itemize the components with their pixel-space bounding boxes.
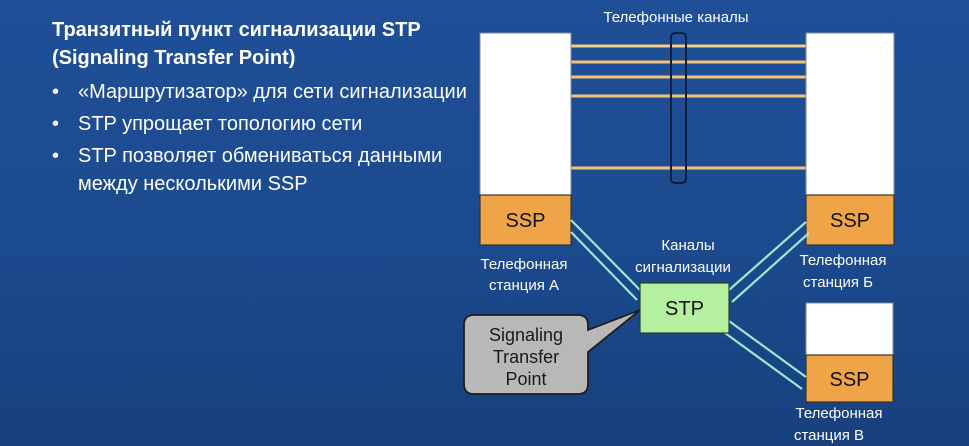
stp-label: STP (665, 298, 704, 320)
station-a-ssp-box (479, 194, 572, 246)
station-a-switch (479, 32, 572, 196)
station-b-label-line2: станция Б (803, 274, 873, 291)
bullet-list: «Маршрутизатор» для сети сигнализации ST… (52, 78, 472, 202)
station-v-switch (805, 302, 894, 356)
station-b-ssp-box (805, 194, 895, 246)
slide-title: Транзитный пункт сигнализации STP (Signa… (52, 19, 421, 69)
stp-callout-bubble (463, 309, 641, 395)
signal-link (570, 219, 641, 291)
trunk-bundle-marker (670, 32, 687, 184)
trunk-channels-label: Телефонные каналы (603, 9, 748, 26)
bullet-item: STP позволяет обмениваться данными между… (52, 142, 472, 198)
station-a-ssp-label: SSP (505, 210, 545, 232)
signaling-links (570, 219, 810, 390)
station-v-label-line2: станция В (794, 427, 864, 444)
stp-box (639, 282, 730, 334)
signal-link (728, 320, 807, 378)
signaling-channels-label-line1: Каналы (661, 237, 714, 254)
station-v-ssp-label: SSP (829, 369, 869, 391)
signal-link (570, 231, 638, 301)
station-b-label-line1: Телефонная (800, 252, 887, 269)
station-a-label-line1: Телефонная (481, 256, 568, 273)
station-b-ssp-label: SSP (830, 210, 870, 232)
station-v-label-line1: Телефонная (796, 405, 883, 422)
callout-line3: Point (505, 369, 546, 389)
callout-line2: Transfer (493, 347, 559, 367)
bullet-item: «Маршрутизатор» для сети сигнализации (52, 78, 472, 106)
signal-link (724, 332, 803, 390)
station-v-ssp-box (805, 354, 894, 403)
trunk-lines (570, 44, 806, 170)
bullet-item: STP упрощает топологию сети (52, 110, 472, 138)
signaling-channels-label-line2: сигнализации (635, 259, 731, 276)
station-a-label-line2: станция А (489, 277, 559, 294)
signal-link (728, 221, 807, 291)
station-b-switch (805, 32, 895, 196)
callout-line1: Signaling (489, 325, 563, 345)
signal-link (731, 232, 810, 303)
